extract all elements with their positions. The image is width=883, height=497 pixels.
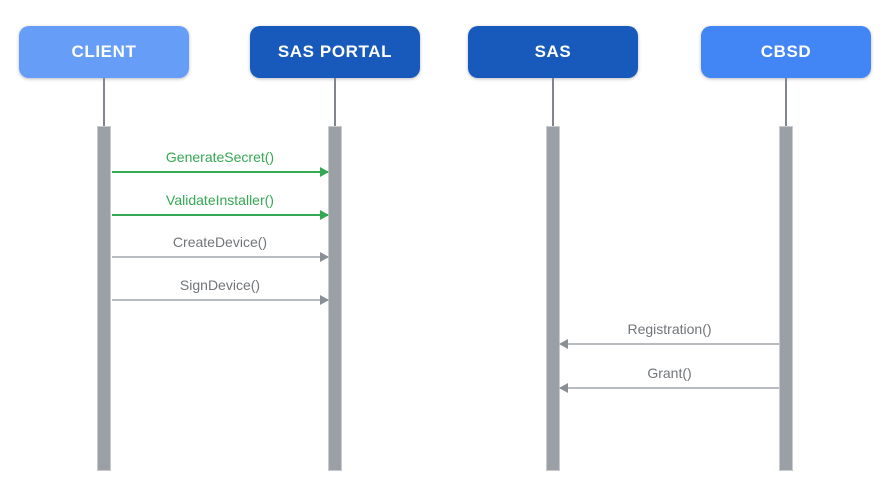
lifeline-stem-sas-portal	[334, 78, 336, 126]
message-label-create-device: CreateDevice()	[172, 234, 268, 250]
message-sign-device: SignDevice()	[112, 275, 328, 301]
arrow-generate-secret	[112, 171, 328, 173]
message-generate-secret: GenerateSecret()	[112, 147, 328, 173]
activation-bar-client	[97, 126, 111, 471]
arrow-grant	[560, 387, 779, 389]
arrow-create-device	[112, 256, 328, 258]
message-registration: Registration()	[560, 319, 779, 345]
activation-bar-sas-portal	[328, 126, 342, 471]
message-create-device: CreateDevice()	[112, 232, 328, 258]
actor-label-sas: SAS	[534, 42, 572, 61]
actor-label-cbsd: CBSD	[760, 42, 812, 61]
activation-bar-cbsd	[779, 126, 793, 471]
actor-box-cbsd: CBSD	[701, 26, 871, 78]
lifeline-stem-cbsd	[785, 78, 787, 126]
actor-label-client: CLIENT	[71, 42, 137, 61]
message-label-sign-device: SignDevice()	[179, 277, 261, 293]
message-label-registration: Registration()	[627, 321, 712, 337]
lifeline-stem-client	[103, 78, 105, 126]
message-grant: Grant()	[560, 363, 779, 389]
actor-box-sas-portal: SAS PORTAL	[250, 26, 420, 78]
actor-box-sas: SAS	[468, 26, 638, 78]
message-validate-installer: ValidateInstaller()	[112, 190, 328, 216]
actor-label-sas-portal: SAS PORTAL	[277, 42, 393, 61]
actor-box-client: CLIENT	[19, 26, 189, 78]
message-label-validate-installer: ValidateInstaller()	[166, 192, 274, 208]
activation-bar-sas	[546, 126, 560, 471]
lifeline-stem-sas	[552, 78, 554, 126]
message-label-grant: Grant()	[647, 365, 692, 381]
arrow-validate-installer	[112, 214, 328, 216]
arrow-registration	[560, 343, 779, 345]
arrow-sign-device	[112, 299, 328, 301]
message-label-generate-secret: GenerateSecret()	[165, 149, 275, 165]
